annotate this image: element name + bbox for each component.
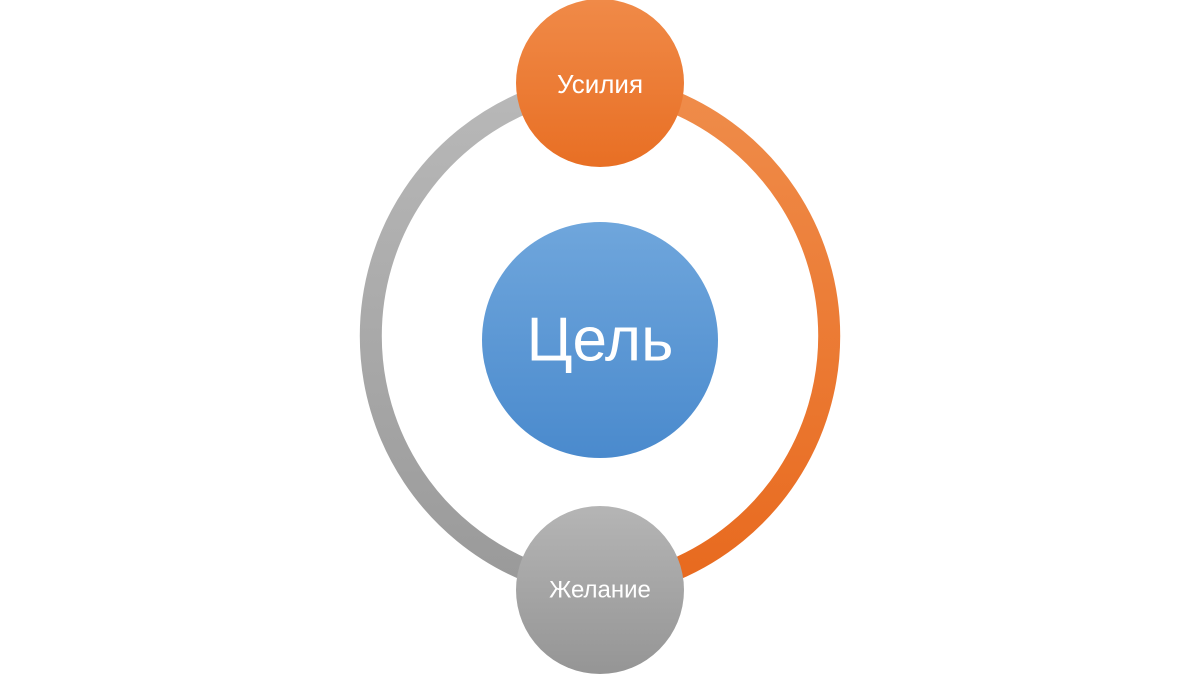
top-node-circle — [516, 0, 684, 167]
top-node: Усилия — [516, 0, 684, 167]
cycle-arc-right — [669, 91, 841, 581]
cycle-arc-left — [359, 91, 531, 581]
center-node-circle — [482, 222, 718, 458]
center-node: Цель — [482, 222, 718, 458]
bottom-node-circle — [516, 506, 684, 674]
top-node-label: Усилия — [557, 69, 643, 99]
bottom-node-label: Желание — [549, 577, 651, 604]
center-node-label: Цель — [527, 306, 674, 375]
bottom-node: Желание — [516, 506, 684, 674]
